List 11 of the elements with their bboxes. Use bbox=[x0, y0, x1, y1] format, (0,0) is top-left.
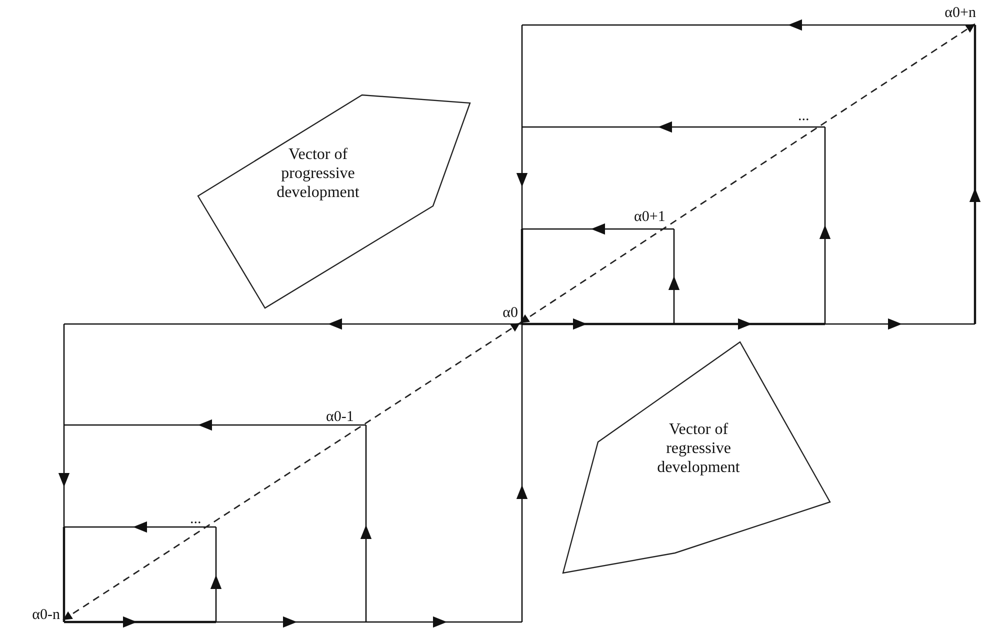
point-label: α0+n bbox=[944, 4, 976, 23]
vector-label: Vector of progressive development bbox=[276, 145, 360, 202]
point-label: α0-1 bbox=[326, 408, 354, 427]
dashed-diagonal-arrow bbox=[62, 322, 520, 621]
point-label: ... bbox=[190, 510, 202, 529]
point-label: α0-n bbox=[32, 606, 60, 625]
point-label: ... bbox=[798, 107, 810, 126]
dashed-diagonal-arrow bbox=[520, 23, 976, 324]
point-label: α0+1 bbox=[634, 208, 666, 227]
vector-label: Vector of regressive development bbox=[656, 420, 741, 477]
point-label: α0 bbox=[502, 304, 518, 323]
